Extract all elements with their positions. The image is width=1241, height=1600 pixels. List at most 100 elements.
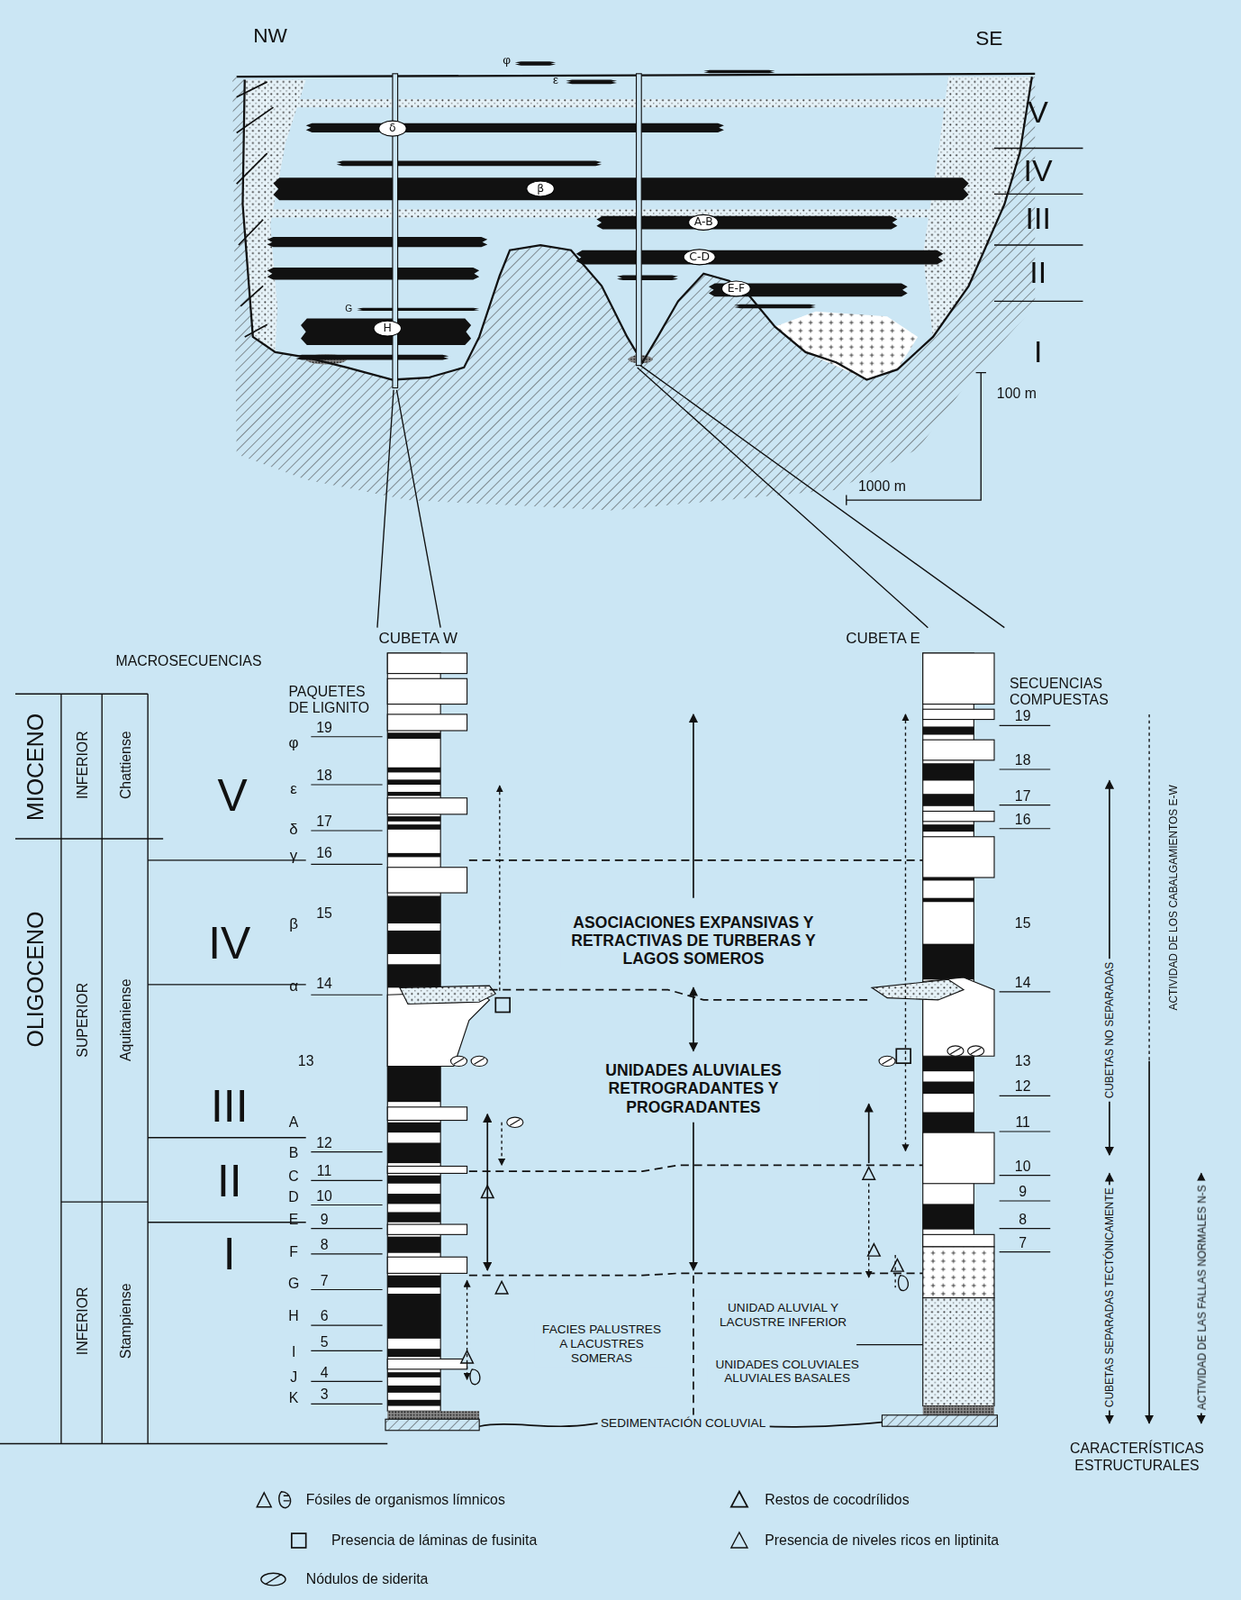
sequence-tick: [999, 827, 1051, 829]
label: 13: [1014, 1051, 1032, 1069]
lignite-unit: [923, 943, 975, 980]
label: I: [1033, 334, 1042, 370]
lignite-unit: [387, 732, 441, 739]
basement: [232, 76, 1035, 510]
clastic-unit: [923, 836, 995, 878]
triangle-symbol: [868, 1243, 881, 1257]
range-arrow: [500, 1122, 502, 1166]
lignite-unit: [387, 1175, 441, 1184]
label: 10: [1014, 1157, 1032, 1174]
label: SE: [975, 27, 1003, 51]
lignite-layer: [267, 267, 481, 281]
legend-text: Restos de cocodrílidos: [764, 1490, 909, 1507]
lignite-layer: [306, 123, 725, 133]
label: 17: [316, 812, 333, 829]
well: [636, 73, 643, 366]
label: C: [288, 1167, 299, 1184]
lignite-unit: [387, 791, 441, 797]
clastic-unit: [387, 1358, 467, 1368]
lignite-unit: [923, 1203, 975, 1229]
label: K: [289, 1388, 299, 1405]
projection-lines: [377, 365, 1005, 628]
label: CUBETAS NO SEPARADAS: [1101, 958, 1118, 1101]
center-arrow: [692, 714, 695, 898]
lignite-unit: [387, 1141, 441, 1163]
lignite-unit: [923, 762, 975, 780]
label: φ: [289, 733, 299, 752]
triangle-symbol: [891, 1259, 905, 1272]
label: PAQUETES DE LIGNITO: [288, 683, 379, 716]
label: SUPERIOR: [74, 982, 91, 1058]
label: INFERIOR: [74, 730, 91, 799]
label: UNIDADES COLUVIALES ALUVIALES BASALES: [707, 1355, 868, 1388]
basement-block: [385, 1418, 480, 1430]
sequence-tick: [310, 1288, 382, 1290]
clastic-unit: [923, 810, 995, 821]
clastic-unit: [387, 1256, 467, 1273]
base-stipple: [387, 1410, 480, 1419]
clastic-unit: [923, 652, 995, 705]
label: ASOCIACIONES EXPANSIVAS Y RETRACTIVAS DE…: [560, 910, 827, 970]
nodule-symbol: [261, 1572, 286, 1586]
nodule-symbol: [471, 1055, 488, 1066]
sequence-tick: [999, 990, 1051, 992]
generated-art: [267, 61, 1051, 1411]
nodule-symbol: [507, 1116, 524, 1127]
sequence-tick: [310, 783, 382, 785]
lignite-unit: [387, 1371, 441, 1377]
layer-letter: C-D: [688, 249, 710, 263]
label: III: [210, 1080, 249, 1133]
label: SECUENCIAS COMPUESTAS: [1009, 674, 1123, 707]
lignite-layer: [703, 70, 775, 73]
label: ACTIVIDAD DE LAS FALLAS NORMALES N-S: [1193, 1181, 1210, 1414]
sequence-tick: [999, 768, 1051, 770]
label: IV: [208, 917, 251, 970]
label: 7: [320, 1271, 329, 1288]
layer-tag: β: [525, 180, 555, 197]
sequence-scale-lines: [994, 147, 1084, 301]
sequence-tick: [999, 1250, 1051, 1252]
lignite-unit: [387, 767, 441, 773]
structure-arrow: [1148, 1060, 1151, 1423]
lignite-layer: [295, 354, 449, 361]
label: 18: [316, 766, 333, 783]
label: G: [288, 1274, 299, 1291]
label: NW: [253, 24, 288, 48]
lignite-layer: [272, 177, 969, 200]
range-arrow: [894, 1254, 896, 1287]
sequence-tick: [999, 1130, 1051, 1132]
label: 16: [1014, 810, 1032, 827]
label: 5: [320, 1332, 329, 1350]
sequence-tick: [310, 1324, 382, 1326]
alluvial-channel: [399, 985, 496, 1004]
lignite-unit: [387, 1399, 441, 1406]
label: G: [344, 303, 353, 315]
label: γ: [289, 845, 298, 864]
clastic-unit: [387, 1106, 467, 1121]
layer-letter: δ: [389, 121, 397, 136]
lignite-unit: [387, 1348, 441, 1357]
sequence-tick: [999, 1174, 1051, 1176]
label: CARACTERÍSTICAS ESTRUCTURALES: [1050, 1440, 1223, 1473]
label: 10: [316, 1186, 333, 1204]
layer-letter: H: [383, 321, 392, 336]
label: 18: [1014, 751, 1032, 768]
layer-letter: E-F: [727, 281, 746, 296]
label: ACTIVIDAD DE LOS CABALGAMIENTOS E-W: [1166, 784, 1179, 1010]
lignite-layer: [616, 274, 679, 281]
basement-block: [881, 1414, 997, 1426]
triangle-symbol: [731, 1491, 748, 1507]
label: 11: [317, 1162, 332, 1179]
lignite-layer: [336, 161, 602, 167]
center-arrow: [692, 1122, 695, 1270]
label: UNIDAD ALUVIAL Y LACUSTRE INFERIOR: [703, 1299, 863, 1332]
label: III: [1025, 201, 1051, 237]
lignite-unit: [923, 877, 975, 880]
sequence-tick: [310, 1227, 382, 1229]
center-arrow: [692, 987, 695, 1051]
lignite-unit: [387, 1193, 441, 1204]
label: 19: [1014, 707, 1032, 725]
layer-tag: δ: [378, 120, 408, 137]
clastic-unit: [387, 652, 467, 674]
label: 1000 m: [858, 477, 906, 494]
